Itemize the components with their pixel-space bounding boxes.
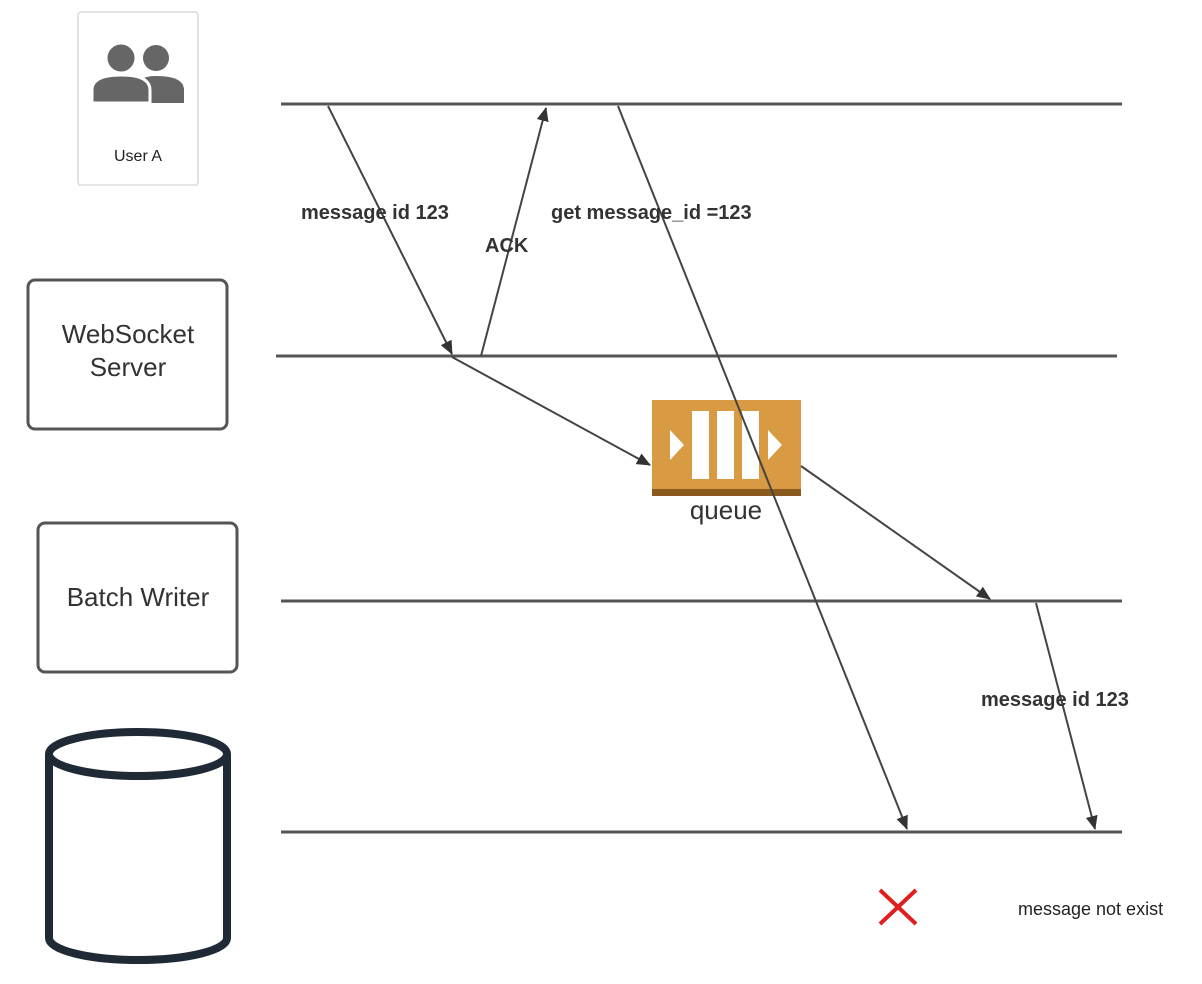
users-icon (90, 41, 184, 105)
result-text: message not exist (1018, 899, 1163, 919)
batch-writer-label: Batch Writer (67, 582, 210, 612)
queue-label: queue (690, 495, 762, 525)
label-send-message: message id 123 (301, 202, 449, 224)
label-write-message: message id 123 (981, 689, 1129, 711)
arrow-get-message (617, 105, 908, 830)
arrow-to-queue (451, 356, 651, 466)
queue-icon (652, 400, 801, 496)
arrow-write-db (1035, 602, 1098, 830)
batch-writer-box: Batch Writer (36, 521, 239, 674)
websocket-label-line2: Server (90, 352, 167, 382)
arrow-send-message (327, 105, 453, 355)
red-x-icon (878, 888, 918, 926)
arrow-ack (480, 107, 549, 357)
websocket-label-line1: WebSocket (62, 319, 195, 349)
websocket-server-box: WebSocket Server (26, 278, 229, 431)
arrow-queue-to-batch (800, 465, 991, 600)
label-get-message: get message_id =123 (551, 202, 752, 224)
user-a-card: User A (77, 11, 199, 186)
user-a-label: User A (114, 148, 162, 165)
database-cylinder-icon (45, 728, 231, 964)
label-ack: ACK (485, 235, 529, 257)
